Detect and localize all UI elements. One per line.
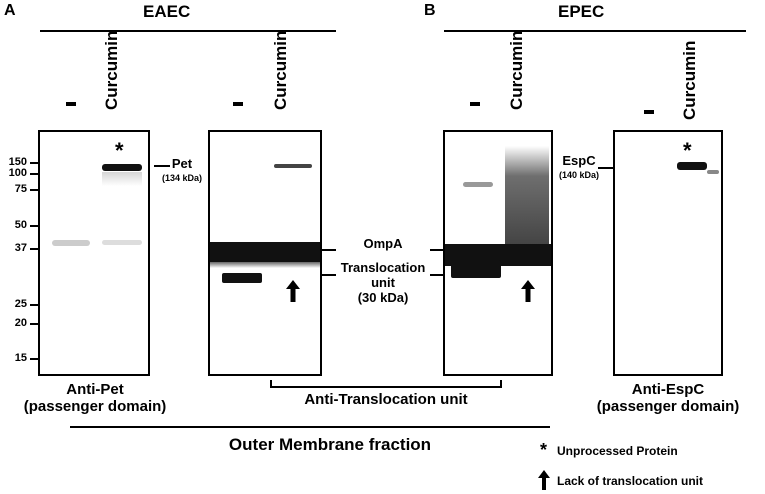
blot-anti-espc	[613, 130, 723, 376]
asterisk-espc: *	[683, 138, 692, 163]
epec-title: EPEC	[558, 2, 605, 21]
band-ompa-eaec-shadow	[210, 262, 320, 268]
panel-letter-a: A	[4, 2, 16, 19]
band-pet-faint	[274, 164, 312, 168]
caption-anti-translocation: Anti-Translocation unit	[304, 391, 468, 408]
mw-tick-37	[30, 248, 39, 250]
lane-curcumin-1: Curcumin	[102, 30, 121, 110]
espc-name: EspC	[562, 153, 596, 168]
mw-25: 25	[14, 298, 27, 310]
espc-label: EspC (140 kDa)	[550, 153, 608, 183]
mw-tick-25	[30, 304, 39, 306]
smear-epec-curcumin	[505, 146, 549, 246]
ompa-leader-left	[322, 249, 336, 251]
anti-espc-line1: Anti-EspC	[631, 381, 705, 398]
mw-15: 15	[14, 352, 27, 364]
panel-letter-b: B	[424, 2, 436, 19]
lane-minus-3	[470, 102, 480, 106]
anti-pet-line2: (passenger domain)	[23, 398, 167, 415]
lane-minus-4	[644, 110, 654, 114]
legend-arrow-icon	[538, 470, 550, 490]
mw-tick-150	[30, 162, 39, 164]
lane-curcumin-3: Curcumin	[507, 30, 526, 110]
espc-leader	[598, 167, 614, 169]
lane-curcumin-2: Curcumin	[271, 30, 290, 110]
pet-leader	[154, 165, 170, 167]
anti-pet-line1: Anti-Pet	[66, 381, 124, 398]
legend-asterisk: *	[540, 440, 548, 460]
legend-arrow-text: Lack of translocation unit	[557, 474, 704, 488]
pet-label: Pet (134 kDa)	[152, 156, 212, 186]
band-pet-smear	[102, 172, 142, 186]
legend-asterisk-text: Unprocessed Protein	[557, 444, 678, 458]
arrow-eaec-icon	[286, 280, 300, 302]
translocation-kda: (30 kDa)	[357, 290, 409, 305]
mw-tick-50	[30, 225, 39, 227]
transloc-leader-right	[430, 274, 444, 276]
eaec-title-line	[40, 30, 336, 32]
band-37-lane1	[52, 240, 90, 246]
mw-50: 50	[14, 219, 27, 231]
mw-tick-100	[30, 173, 39, 175]
ompa-leader-right	[430, 249, 444, 251]
mw-37: 37	[14, 242, 27, 254]
band-espc	[677, 162, 707, 170]
band-espc-tail	[707, 170, 719, 174]
band-translocation-epec	[451, 260, 501, 278]
lane-minus-1	[66, 102, 76, 106]
transloc-leader-left	[322, 274, 336, 276]
blot-anti-pet	[38, 130, 150, 376]
mw-20: 20	[14, 317, 27, 329]
mw-tick-75	[30, 189, 39, 191]
mw-75: 75	[14, 183, 27, 195]
band-pet	[102, 164, 142, 171]
mw-100: 100	[8, 167, 27, 179]
translocation-label: Translocation unit (30 kDa)	[334, 260, 432, 305]
pet-kda: (134 kDa)	[161, 173, 203, 183]
lane-curcumin-4: Curcumin	[680, 40, 699, 120]
epec-title-line	[444, 30, 746, 32]
ompa-label: OmpA	[363, 236, 403, 251]
anti-espc-line2: (passenger domain)	[596, 398, 740, 415]
mw-150: 150	[8, 156, 27, 168]
translocation-bracket	[270, 380, 502, 388]
band-faint-epec-minus	[463, 182, 493, 187]
mw-tick-15	[30, 358, 39, 360]
band-37-lane2	[102, 240, 142, 245]
band-ompa-eaec	[210, 242, 320, 262]
translocation-name: Translocation unit	[340, 260, 426, 290]
asterisk-pet: *	[115, 138, 124, 163]
band-translocation-eaec	[222, 273, 262, 283]
caption-anti-espc: Anti-EspC (passenger domain)	[575, 381, 761, 415]
espc-kda: (140 kDa)	[558, 170, 600, 180]
lane-minus-2	[233, 102, 243, 106]
blot-translocation-epec	[443, 130, 553, 376]
pet-name: Pet	[171, 156, 193, 171]
outer-membrane-line	[70, 426, 550, 428]
eaec-title: EAEC	[143, 2, 191, 21]
caption-anti-pet: Anti-Pet (passenger domain)	[22, 381, 168, 415]
blot-translocation-eaec	[208, 130, 322, 376]
mw-tick-20	[30, 323, 39, 325]
caption-outer-membrane: Outer Membrane fraction	[228, 435, 432, 454]
arrow-epec-icon	[521, 280, 535, 302]
